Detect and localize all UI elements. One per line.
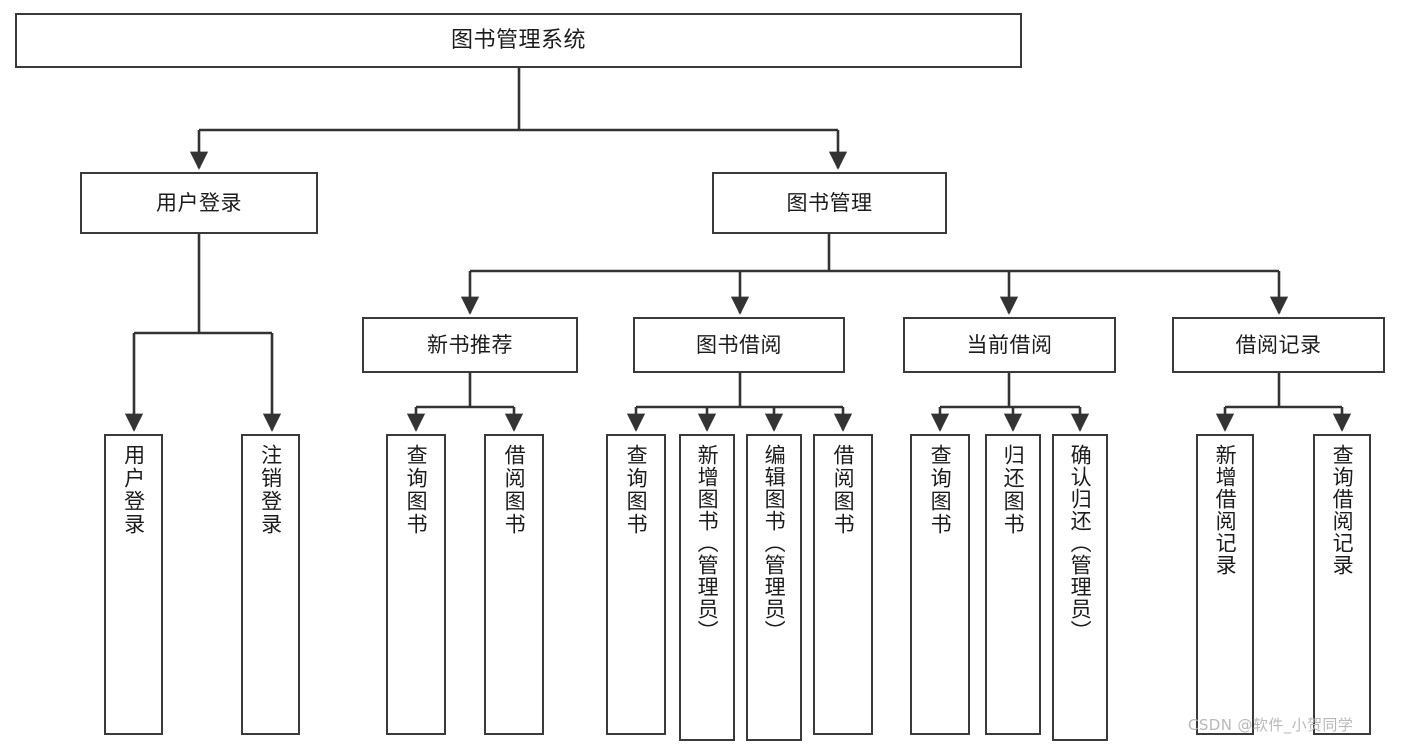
node-label-book-borrow: 图书借阅 (696, 332, 782, 357)
node-leaf-rec-search[interactable]: 查询借阅记录 (1313, 434, 1371, 735)
node-book-borrow[interactable]: 图书借阅 (633, 317, 845, 373)
node-leaf-borrow-query[interactable]: 查询图书 (606, 434, 666, 735)
node-label-book-manage: 图书管理 (786, 190, 873, 215)
node-label-leaf-rec-search: 查询借阅记录 (1330, 444, 1355, 576)
node-label-leaf-book-add: 新增图书（管理员） (695, 444, 720, 642)
node-leaf-cur-return[interactable]: 归还图书 (985, 434, 1041, 735)
node-leaf-rec-query[interactable]: 查询图书 (386, 434, 446, 735)
node-label-leaf-cur-query: 查询图书 (928, 444, 953, 536)
node-label-leaf-book-borrow: 借阅图书 (831, 444, 856, 536)
node-current-borrow[interactable]: 当前借阅 (903, 317, 1116, 373)
node-leaf-book-borrow[interactable]: 借阅图书 (813, 434, 873, 735)
node-leaf-book-add[interactable]: 新增图书（管理员） (679, 434, 735, 741)
node-label-leaf-rec-borrow: 借阅图书 (502, 444, 527, 536)
node-label-leaf-rec-query: 查询图书 (404, 444, 429, 536)
node-leaf-book-edit[interactable]: 编辑图书（管理员） (746, 434, 802, 741)
node-user-login[interactable]: 用户登录 (80, 172, 318, 234)
node-leaf-rec-borrow[interactable]: 借阅图书 (484, 434, 544, 735)
node-label-leaf-rec-add: 新增借阅记录 (1213, 444, 1238, 576)
node-leaf-rec-add[interactable]: 新增借阅记录 (1196, 434, 1254, 735)
node-label-leaf-user-login: 用户登录 (121, 444, 146, 536)
node-label-leaf-book-edit: 编辑图书（管理员） (762, 444, 787, 642)
node-label-leaf-borrow-query: 查询图书 (624, 444, 649, 536)
node-label-leaf-cur-return: 归还图书 (1001, 444, 1026, 536)
node-label-leaf-user-logout: 注销登录 (258, 444, 283, 536)
node-leaf-user-login[interactable]: 用户登录 (104, 434, 163, 735)
node-label-new-book-rec: 新书推荐 (427, 332, 513, 357)
node-label-current-borrow: 当前借阅 (966, 332, 1053, 357)
node-leaf-user-logout[interactable]: 注销登录 (241, 434, 300, 735)
node-leaf-cur-confirm[interactable]: 确认归还（管理员） (1052, 434, 1108, 741)
csdn-watermark: CSDN @软件_小贺同学 (1188, 716, 1354, 734)
node-label-user-login: 用户登录 (156, 190, 242, 215)
node-new-book-rec[interactable]: 新书推荐 (362, 317, 578, 373)
node-leaf-cur-query[interactable]: 查询图书 (910, 434, 970, 735)
node-book-manage[interactable]: 图书管理 (712, 172, 947, 234)
node-label-borrow-record: 借阅记录 (1235, 332, 1322, 357)
node-root[interactable]: 图书管理系统 (15, 13, 1022, 68)
node-label-root: 图书管理系统 (450, 27, 586, 53)
node-label-leaf-cur-confirm: 确认归还（管理员） (1068, 444, 1093, 642)
node-borrow-record[interactable]: 借阅记录 (1172, 317, 1385, 373)
